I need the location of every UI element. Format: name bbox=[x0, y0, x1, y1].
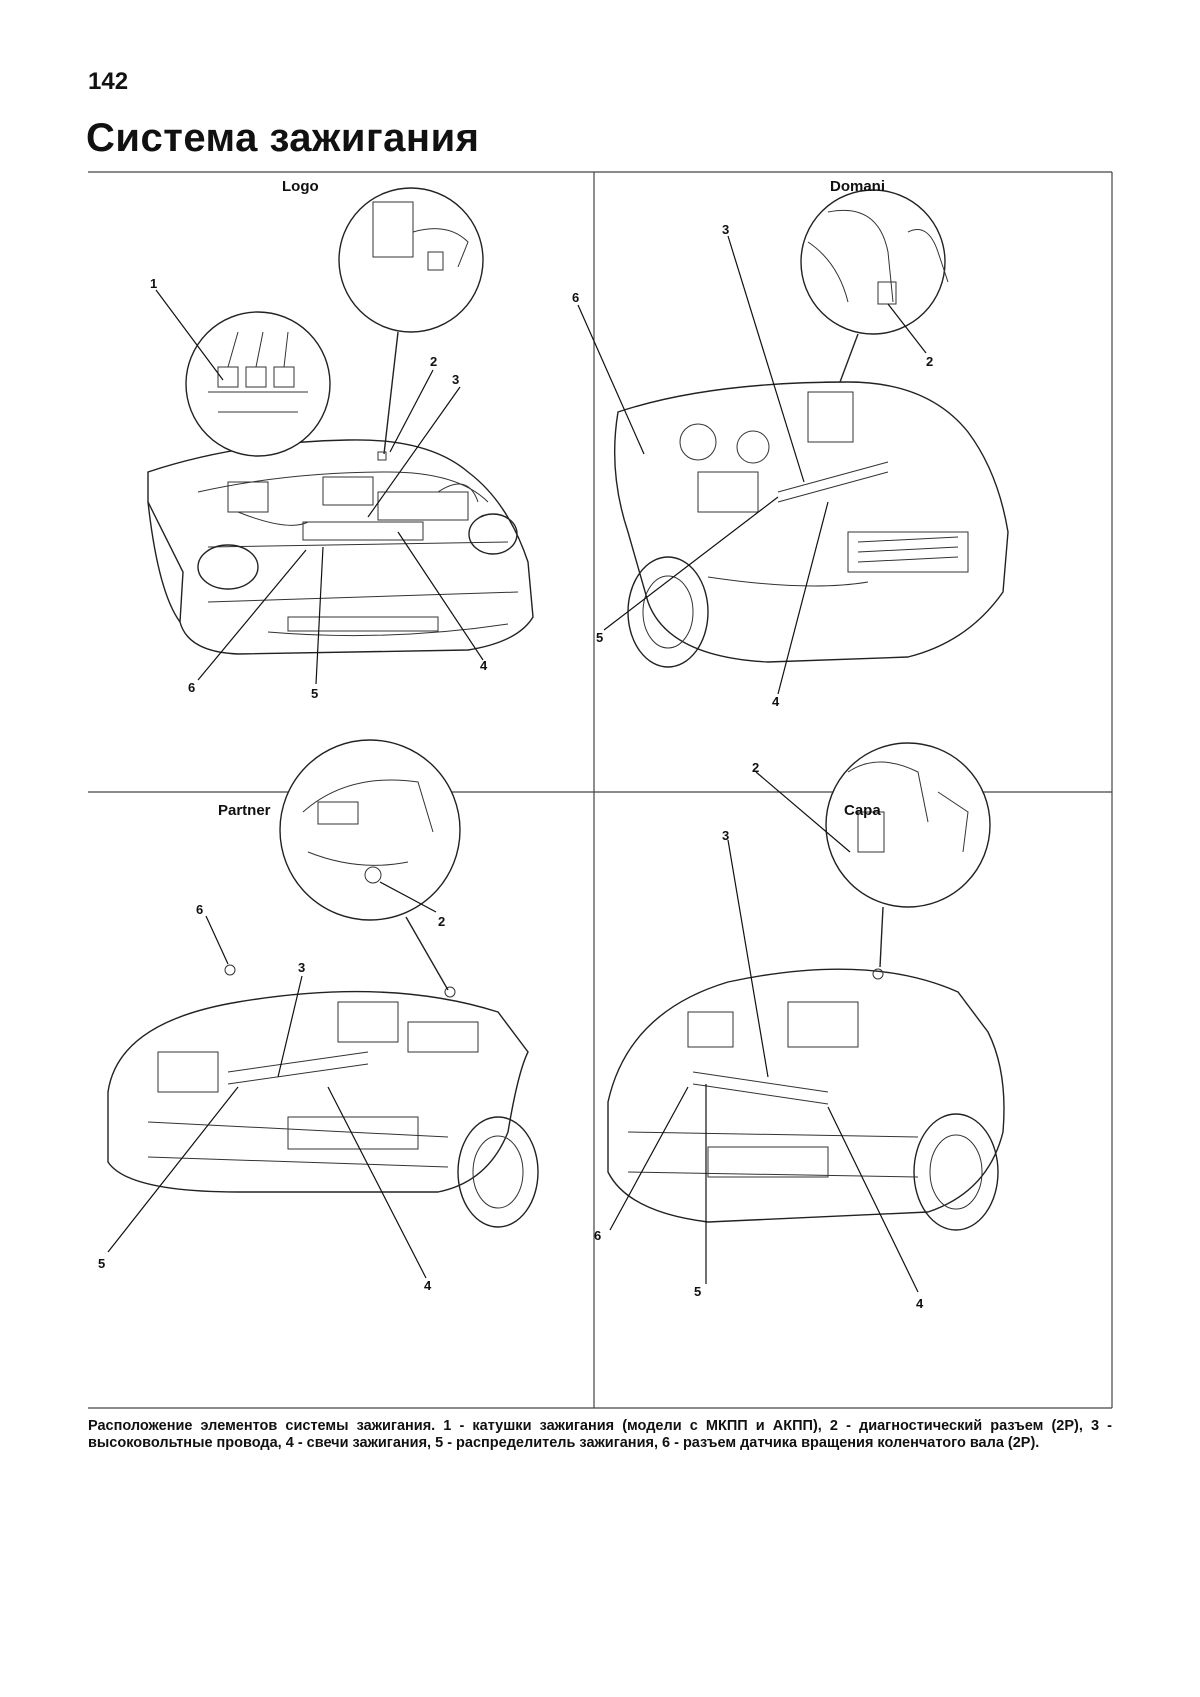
panel-label-logo: Logo bbox=[282, 178, 319, 195]
panel-capa-drawing: 2 3 4 5 6 bbox=[594, 742, 1005, 1311]
callout-6: 6 bbox=[594, 1228, 601, 1243]
panel-logo-drawing: 1 2 3 4 5 6 bbox=[147, 187, 534, 701]
figure-grid: 1 2 3 4 5 6 bbox=[88, 171, 1113, 1409]
callout-2: 2 bbox=[926, 354, 933, 369]
callout-5: 5 bbox=[694, 1284, 701, 1299]
figure-caption: Расположение элементов системы зажигания… bbox=[88, 1418, 1112, 1451]
callout-6: 6 bbox=[188, 680, 195, 695]
page-number: 142 bbox=[88, 68, 129, 95]
callout-5: 5 bbox=[311, 686, 318, 701]
panel-label-partner: Partner bbox=[218, 802, 271, 819]
callout-5: 5 bbox=[98, 1256, 105, 1271]
callout-3: 3 bbox=[452, 372, 459, 387]
callout-6: 6 bbox=[196, 902, 203, 917]
callout-3: 3 bbox=[722, 222, 729, 237]
panel-domani-drawing: 6 3 2 5 4 bbox=[572, 189, 1009, 709]
callout-4: 4 bbox=[424, 1278, 432, 1293]
callout-2: 2 bbox=[752, 760, 759, 775]
callout-5: 5 bbox=[596, 630, 603, 645]
callout-2: 2 bbox=[438, 914, 445, 929]
callout-3: 3 bbox=[722, 828, 729, 843]
page-title: Система зажигания bbox=[86, 116, 480, 160]
panel-label-capa: Capa bbox=[844, 802, 881, 819]
callout-1: 1 bbox=[150, 276, 157, 291]
callout-3: 3 bbox=[298, 960, 305, 975]
callout-6: 6 bbox=[572, 290, 579, 305]
panel-partner-drawing: 6 2 3 4 5 bbox=[98, 739, 539, 1293]
panel-label-domani: Domani bbox=[830, 178, 886, 195]
figure-ignition-layout: 1 2 3 4 5 6 bbox=[88, 171, 1113, 1409]
callout-4: 4 bbox=[480, 658, 488, 673]
callout-4: 4 bbox=[772, 694, 780, 709]
callout-2: 2 bbox=[430, 354, 437, 369]
callout-4: 4 bbox=[916, 1296, 924, 1311]
